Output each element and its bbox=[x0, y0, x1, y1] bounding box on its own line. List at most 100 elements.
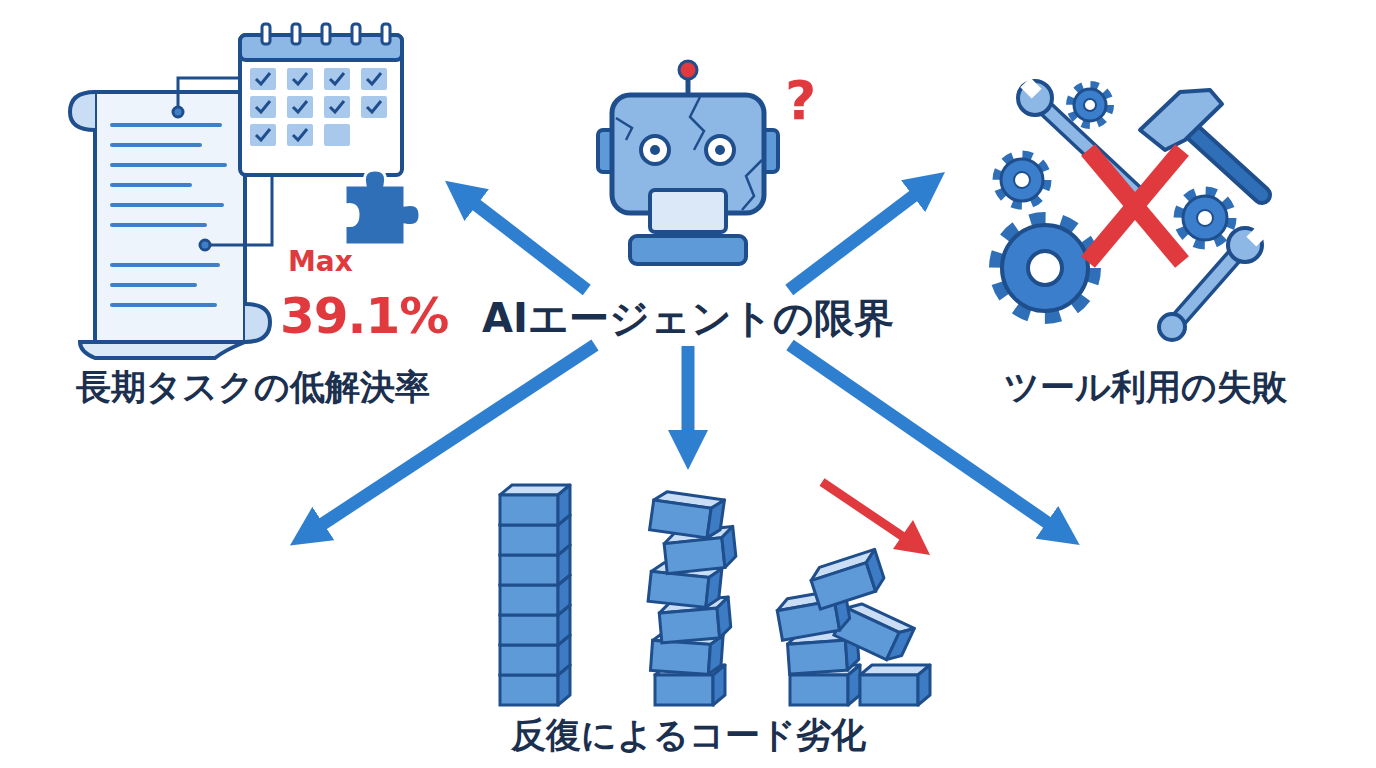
block-stack bbox=[500, 485, 570, 705]
block-pile bbox=[808, 549, 887, 609]
calendar-icon bbox=[382, 24, 390, 44]
caption-text: ツール利用の失敗 bbox=[1004, 366, 1287, 408]
robot-icon bbox=[742, 160, 762, 210]
robot-icon bbox=[616, 118, 632, 140]
document-icon bbox=[112, 123, 220, 127]
decline-arrow bbox=[822, 482, 905, 538]
document-icon bbox=[80, 342, 245, 358]
calendar-icon bbox=[324, 96, 350, 118]
block-stack-tilting bbox=[648, 490, 737, 705]
gear-icon bbox=[1179, 192, 1231, 244]
calendar-icon bbox=[322, 24, 330, 44]
calendar-icon bbox=[262, 24, 390, 44]
decline-arrow bbox=[893, 520, 930, 555]
document-icon bbox=[245, 304, 270, 342]
cross-mark bbox=[1088, 150, 1182, 262]
calendar-icon bbox=[324, 124, 350, 146]
issue-group: 長期タスクの低解決率 bbox=[60, 20, 445, 412]
block-pile bbox=[860, 665, 930, 705]
caption-text: 長期タスクの低解決率 bbox=[76, 366, 430, 408]
calendar-icon bbox=[250, 96, 276, 118]
robot-icon bbox=[650, 190, 726, 232]
issue-group: 反復によるコード劣化 bbox=[470, 470, 906, 760]
calendar-icon bbox=[240, 24, 402, 175]
calendar-icon bbox=[287, 68, 313, 90]
document-icon bbox=[112, 283, 195, 287]
calendar-icon bbox=[250, 124, 276, 146]
document-icon bbox=[112, 163, 225, 167]
gear-icon bbox=[997, 86, 1231, 316]
robot-icon bbox=[650, 145, 660, 155]
link-line bbox=[200, 240, 210, 250]
link-line bbox=[178, 78, 240, 110]
cross-mark bbox=[1088, 150, 1182, 262]
wrench-icon bbox=[1159, 314, 1185, 340]
gear-icon bbox=[1014, 172, 1030, 188]
decline-arrow bbox=[822, 482, 930, 555]
gear-icon bbox=[1071, 86, 1109, 124]
document-icon bbox=[95, 92, 245, 342]
block-stack-tilting bbox=[650, 490, 725, 539]
gear-icon bbox=[1084, 99, 1096, 111]
calendar-icon bbox=[240, 35, 402, 175]
robot-icon bbox=[706, 136, 734, 164]
gear-icon bbox=[1074, 89, 1106, 121]
calendar-icon bbox=[262, 24, 270, 44]
calendar-icon bbox=[292, 24, 300, 44]
document-icon bbox=[112, 143, 200, 147]
gear-icon bbox=[1197, 210, 1213, 226]
robot-icon bbox=[630, 236, 746, 264]
issue-group: ツール利用の失敗 bbox=[945, 40, 1345, 412]
cross-mark bbox=[1088, 150, 1182, 262]
calendar-icon bbox=[324, 68, 350, 90]
calendar-icon bbox=[287, 96, 313, 118]
robot-icon bbox=[598, 61, 778, 264]
hammer-icon bbox=[1185, 125, 1262, 195]
document-icon bbox=[112, 125, 225, 305]
puzzle-piece bbox=[345, 170, 420, 245]
document-icon bbox=[70, 92, 95, 130]
gear-icon bbox=[1183, 196, 1227, 240]
block-pile bbox=[776, 549, 930, 705]
document-icon bbox=[112, 303, 215, 307]
question-mark: ? bbox=[785, 70, 816, 132]
wrench-icon bbox=[1180, 252, 1238, 318]
block-stack bbox=[500, 485, 570, 525]
gear-icon bbox=[997, 220, 1093, 316]
robot-icon bbox=[690, 97, 704, 150]
robot-icon bbox=[641, 136, 669, 164]
wrench-icon bbox=[1020, 77, 1041, 98]
calendar-icon bbox=[361, 96, 387, 118]
gear-icon bbox=[998, 156, 1046, 204]
hammer-icon bbox=[1185, 125, 1262, 195]
max-label: Max bbox=[288, 246, 353, 278]
wrench-icon bbox=[1180, 252, 1238, 318]
wrench-icon bbox=[1246, 225, 1267, 246]
document-icon bbox=[112, 223, 205, 227]
gear-icon bbox=[1002, 225, 1088, 311]
title-text: AIエージェントの限界 bbox=[482, 294, 894, 342]
rate-value: 39.1% bbox=[280, 288, 448, 346]
wrench-icon bbox=[1018, 77, 1268, 340]
link-line bbox=[205, 175, 272, 245]
calendar-icon bbox=[361, 68, 387, 90]
caption-text: 反復によるコード劣化 bbox=[511, 714, 866, 756]
document-icon bbox=[112, 203, 222, 207]
robot-icon bbox=[715, 145, 725, 155]
calendar-icon bbox=[287, 124, 313, 146]
hammer-icon bbox=[1140, 90, 1222, 150]
connector-arrow bbox=[682, 346, 695, 440]
link-line bbox=[173, 107, 183, 117]
document-icon bbox=[112, 183, 190, 187]
puzzle-piece bbox=[345, 170, 420, 245]
calendar-icon bbox=[352, 24, 360, 44]
gear-icon bbox=[1001, 159, 1043, 201]
robot-icon bbox=[679, 61, 697, 79]
document-icon bbox=[112, 263, 218, 267]
connector-arrow bbox=[469, 199, 587, 290]
calendar-icon bbox=[250, 68, 276, 90]
center-title: AIエージェントの限界 bbox=[477, 290, 899, 346]
gear-icon bbox=[1028, 251, 1062, 285]
connector-arrow bbox=[789, 190, 921, 290]
